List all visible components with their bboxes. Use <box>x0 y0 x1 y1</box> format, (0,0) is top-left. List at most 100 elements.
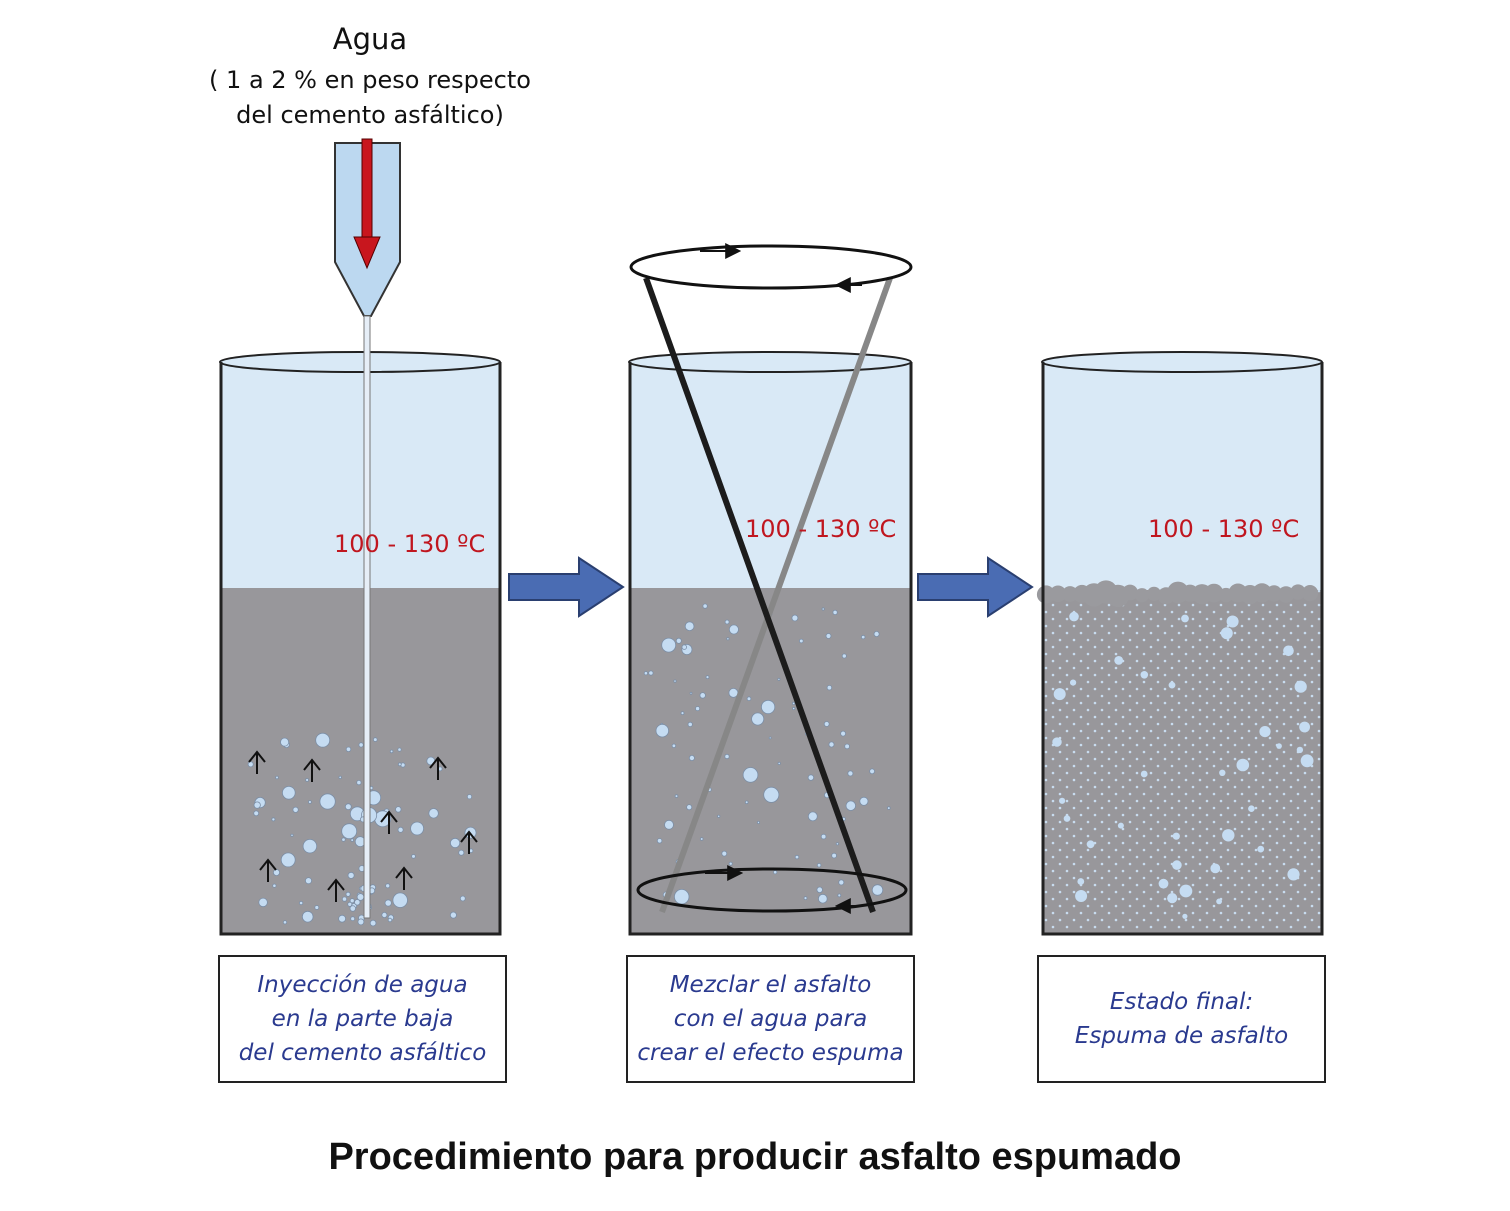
bubble <box>301 910 314 923</box>
bubble <box>290 833 294 837</box>
bubble <box>680 711 685 715</box>
bubble <box>768 736 772 740</box>
bubble <box>1219 769 1226 776</box>
bubble <box>728 624 739 635</box>
bubble <box>1299 721 1310 733</box>
asphalt-layer <box>221 588 500 934</box>
bubble <box>381 912 388 919</box>
water-injector <box>334 138 401 919</box>
bubble <box>1216 898 1222 905</box>
bubble <box>835 842 840 846</box>
bubble <box>1259 726 1271 738</box>
caption-line: Mezclar el asfalto <box>669 972 872 998</box>
caption-line: del cemento asfáltico <box>238 1040 487 1066</box>
bubble <box>687 721 693 728</box>
bubble <box>702 603 708 609</box>
bubble <box>1075 890 1088 902</box>
bubble <box>844 743 850 750</box>
bubble <box>828 741 835 748</box>
up-arrow-icon <box>303 758 321 782</box>
temperature-label: 100 - 130 ºC <box>334 530 486 558</box>
bubble <box>1283 645 1294 657</box>
bubble <box>1158 878 1169 889</box>
bubble <box>816 863 822 868</box>
bubble <box>847 770 854 777</box>
bubble <box>347 871 355 879</box>
bubble <box>699 837 704 841</box>
bubble <box>742 767 759 783</box>
bubble <box>777 677 781 681</box>
bubble <box>746 696 752 701</box>
bubble <box>688 755 695 762</box>
bubble <box>282 920 288 925</box>
bubble <box>817 893 828 904</box>
bubble <box>1122 584 1138 601</box>
up-arrow-icon <box>460 830 478 854</box>
bubble <box>410 821 425 836</box>
mixer-rod-front <box>643 276 876 914</box>
bubble <box>798 638 804 644</box>
up-arrow-icon <box>395 866 413 890</box>
bubble <box>350 916 356 922</box>
caption-line: crear el efecto espuma <box>637 1040 904 1066</box>
caption-line: Inyección de agua <box>257 972 468 998</box>
bubble <box>302 839 318 854</box>
caption-line: Espuma de asfalto <box>1074 1023 1289 1049</box>
caption-box-mixing: Mezclar el asfalto con el agua para crea… <box>626 955 915 1083</box>
bubble <box>1290 584 1306 600</box>
bubble <box>315 732 331 748</box>
temperature-label: 100 - 130 ºC <box>1148 515 1300 543</box>
bubble <box>397 762 402 767</box>
bubble <box>384 899 392 907</box>
bubble <box>1172 832 1180 840</box>
bubble <box>357 918 365 926</box>
bubble <box>392 892 408 908</box>
rising-arrows <box>248 750 478 902</box>
bubble <box>721 850 728 857</box>
bubble <box>664 819 674 830</box>
bubble <box>803 896 808 900</box>
bubble <box>345 891 351 897</box>
bubble <box>1220 627 1233 640</box>
bubble <box>253 801 261 809</box>
bubble <box>724 619 730 625</box>
bubble <box>699 692 706 699</box>
bubble <box>816 886 823 893</box>
bubble <box>1294 680 1307 693</box>
bubble <box>1134 588 1150 603</box>
bubble <box>1248 805 1255 812</box>
bubble <box>272 883 277 888</box>
air-layer <box>221 362 500 590</box>
bubble <box>1287 868 1300 881</box>
bubble <box>724 753 730 760</box>
bubble <box>280 852 296 868</box>
bubble <box>349 905 356 912</box>
cylinder-injection <box>219 351 502 936</box>
bubble <box>825 633 832 639</box>
bubble <box>280 737 290 747</box>
caption-line: en la parte baja <box>271 1006 454 1032</box>
bubble <box>886 806 891 810</box>
bubble <box>319 793 336 810</box>
bubble <box>807 811 818 822</box>
bubble <box>253 810 260 817</box>
bubble <box>757 821 761 825</box>
bubble <box>298 900 304 906</box>
bubble <box>258 897 268 908</box>
bubble <box>673 679 677 683</box>
bubble <box>760 699 776 715</box>
bubble <box>791 614 799 622</box>
bubble <box>791 701 796 706</box>
bubble <box>247 761 254 768</box>
bubble <box>358 742 364 748</box>
cylinder-mixing <box>628 243 913 936</box>
caption-box-injection: Inyección de agua en la parte baja del c… <box>218 955 507 1083</box>
bubble <box>1168 681 1176 689</box>
bubble <box>304 877 312 885</box>
foam-bubbles <box>1052 611 1314 919</box>
bubble <box>349 898 355 904</box>
bubble <box>792 706 796 711</box>
bubble <box>1182 913 1188 919</box>
